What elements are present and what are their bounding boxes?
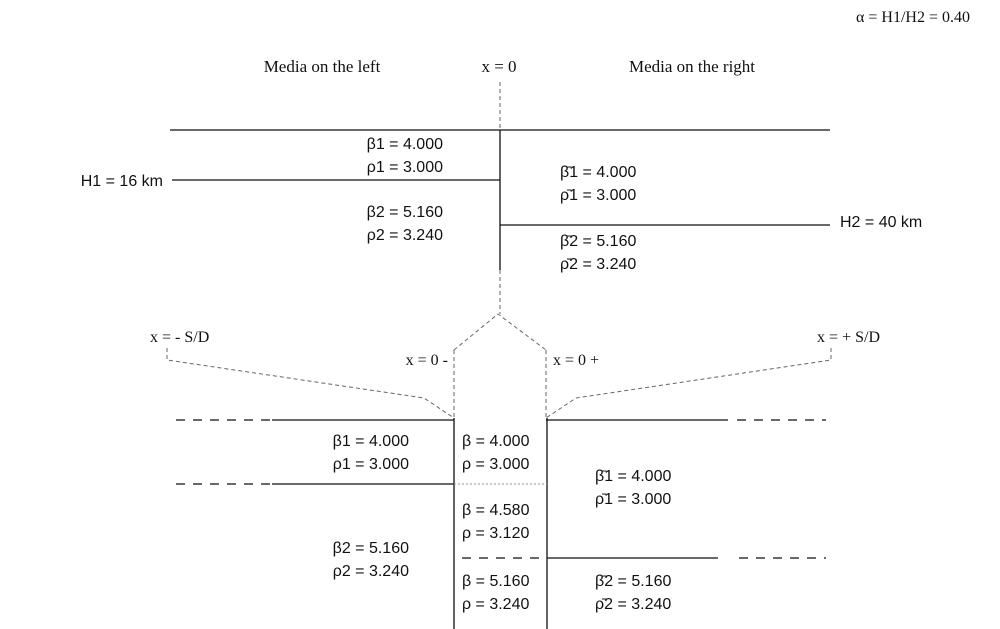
bottom-right-lower-rho: ρ̄2 = 3.240 (595, 596, 671, 613)
bottom-right-lower-beta: β̄2 = 5.160 (595, 573, 671, 590)
x-zero-minus-label: x = 0 - (406, 352, 448, 369)
right-media-heading: Media on the right (629, 57, 755, 76)
right-upper-rho: ρ̄1 = 3.000 (560, 187, 636, 204)
bottom-left-lower-beta: β2 = 5.160 (333, 540, 409, 557)
center-position-heading: x = 0 (481, 57, 516, 76)
left-lower-rho: ρ2 = 3.240 (367, 227, 443, 244)
x-minus-sd-label: x = - S/D (150, 329, 209, 346)
zone-upper-beta: β = 4.000 (462, 433, 530, 450)
bottom-right-upper-beta: β̄1 = 4.000 (595, 468, 671, 485)
right-lower-rho: ρ̄2 = 3.240 (560, 256, 636, 273)
zone-upper-rho: ρ = 3.000 (462, 456, 529, 473)
right-lower-beta: β̄2 = 5.160 (560, 233, 636, 250)
left-media-heading: Media on the left (264, 57, 381, 76)
bottom-left-upper-rho: ρ1 = 3.000 (333, 456, 409, 473)
right-upper-beta: β̄1 = 4.000 (560, 164, 636, 181)
x-plus-sd-label: x = + S/D (817, 329, 880, 346)
zone-middle-rho: ρ = 3.120 (462, 525, 529, 542)
left-lower-beta: β2 = 5.160 (367, 204, 443, 221)
right-bracket-connector (545, 348, 832, 419)
zone-middle-beta: β = 4.580 (462, 502, 530, 519)
ratio-label: α = H1/H2 = 0.40 (856, 9, 970, 26)
bottom-right-upper-rho: ρ̄1 = 3.000 (595, 491, 671, 508)
left-bracket-connector (166, 348, 455, 419)
zoom-connectors: x = - S/D x = + S/D x = 0 - x = 0 + (150, 270, 880, 419)
left-upper-beta: β1 = 4.000 (367, 136, 443, 153)
left-upper-rho: ρ1 = 3.000 (367, 159, 443, 176)
bottom-left-upper-beta: β1 = 4.000 (333, 433, 409, 450)
zoom-caret (453, 313, 547, 351)
x-zero-plus-label: x = 0 + (553, 352, 599, 369)
zone-lower-rho: ρ = 3.240 (462, 596, 529, 613)
bottom-panel: β1 = 4.000 ρ1 = 3.000 β2 = 5.160 ρ2 = 3.… (176, 418, 826, 629)
bottom-left-lower-rho: ρ2 = 3.240 (333, 563, 409, 580)
top-panel: Media on the left x = 0 Media on the rig… (81, 57, 923, 273)
h1-depth-label: H1 = 16 km (81, 173, 163, 190)
zone-lower-beta: β = 5.160 (462, 573, 530, 590)
h2-depth-label: H2 = 40 km (840, 214, 922, 231)
